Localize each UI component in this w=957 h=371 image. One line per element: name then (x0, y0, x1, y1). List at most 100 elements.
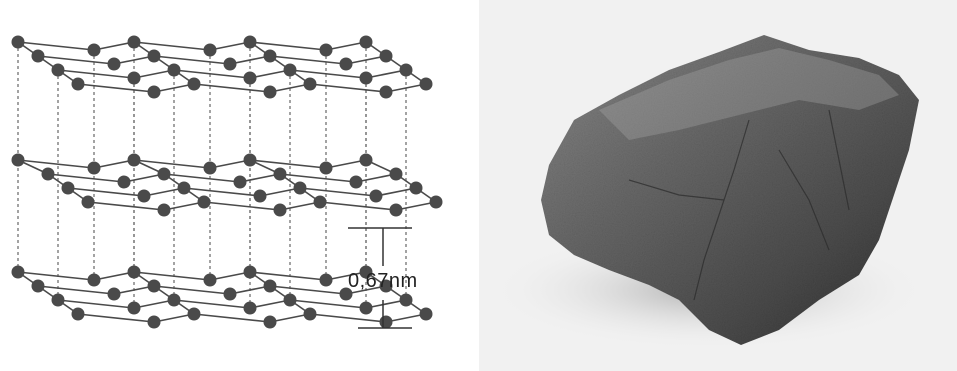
bond-line (250, 272, 326, 280)
bond-line (18, 160, 94, 168)
bond-line (280, 174, 356, 182)
carbon-atom (360, 154, 373, 167)
carbon-atom (370, 190, 383, 203)
carbon-atom (314, 196, 327, 209)
carbon-atom (274, 204, 287, 217)
carbon-atom (284, 294, 297, 307)
bond-line (290, 300, 366, 308)
carbon-atom (420, 78, 433, 91)
bond-line (134, 160, 210, 168)
carbon-atom (400, 294, 413, 307)
bond-line (320, 202, 396, 210)
bond-line (88, 202, 164, 210)
interlayer-spacing-label: 0,67nm (348, 270, 418, 293)
carbon-atom (340, 58, 353, 71)
carbon-atom (264, 280, 277, 293)
carbon-atom (42, 168, 55, 181)
carbon-atom (360, 36, 373, 49)
carbon-atom (350, 176, 363, 189)
carbon-atom (72, 78, 85, 91)
carbon-atom (294, 182, 307, 195)
bond-line (134, 42, 210, 50)
carbon-atom (198, 196, 211, 209)
carbon-atom (410, 182, 423, 195)
bond-line (58, 70, 134, 78)
carbon-atom (128, 266, 141, 279)
carbon-atom (108, 58, 121, 71)
carbon-atom (320, 162, 333, 175)
carbon-atom (158, 204, 171, 217)
lattice-svg (0, 0, 470, 371)
graphite-lattice-diagram: 0,67nm (0, 0, 470, 371)
carbon-atom (52, 64, 65, 77)
carbon-atom (400, 64, 413, 77)
bond-line (38, 56, 114, 64)
bond-line (204, 202, 280, 210)
bond-line (18, 272, 94, 280)
bond-line (184, 188, 260, 196)
carbon-atom (254, 190, 267, 203)
bond-line (38, 286, 114, 294)
carbon-atom (244, 266, 257, 279)
carbon-atom (264, 86, 277, 99)
bond-line (134, 272, 210, 280)
carbon-atom (148, 316, 161, 329)
bond-line (78, 314, 154, 322)
bond-line (270, 286, 346, 294)
carbon-atom (88, 274, 101, 287)
carbon-atom (128, 302, 141, 315)
graphite-rock-photo (479, 0, 957, 371)
carbon-atom (62, 182, 75, 195)
rock-svg (479, 0, 957, 371)
carbon-atom (320, 44, 333, 57)
bond-line (154, 286, 230, 294)
carbon-atom (12, 36, 25, 49)
carbon-atom (430, 196, 443, 209)
carbon-atom (264, 50, 277, 63)
bond-line (18, 42, 94, 50)
bond-line (48, 174, 124, 182)
bond-line (290, 70, 366, 78)
carbon-atom (178, 182, 191, 195)
carbon-atom (148, 280, 161, 293)
carbon-atom (244, 36, 257, 49)
carbon-atom (204, 162, 217, 175)
carbon-atom (420, 308, 433, 321)
carbon-atom (128, 72, 141, 85)
bond-line (310, 314, 386, 322)
carbon-atom (108, 288, 121, 301)
bond-line (68, 188, 144, 196)
carbon-atom (72, 308, 85, 321)
bond-line (78, 84, 154, 92)
carbon-atom (128, 36, 141, 49)
carbon-atom (234, 176, 247, 189)
bond-line (194, 84, 270, 92)
carbon-atom (224, 58, 237, 71)
carbon-atom (264, 316, 277, 329)
carbon-atom (390, 204, 403, 217)
carbon-atom (118, 176, 131, 189)
carbon-atom (224, 288, 237, 301)
carbon-atom (244, 154, 257, 167)
bond-line (250, 160, 326, 168)
bond-line (174, 300, 250, 308)
bond-line (154, 56, 230, 64)
carbon-atom (244, 302, 257, 315)
carbon-atom (380, 86, 393, 99)
bond-line (58, 300, 134, 308)
carbon-atom (12, 266, 25, 279)
carbon-atom (32, 280, 45, 293)
carbon-atom (360, 72, 373, 85)
carbon-atom (274, 168, 287, 181)
carbon-atom (52, 294, 65, 307)
carbon-atom (168, 64, 181, 77)
carbon-atom (138, 190, 151, 203)
carbon-atom (390, 168, 403, 181)
carbon-atom (12, 154, 25, 167)
bond-line (270, 56, 346, 64)
carbon-atom (82, 196, 95, 209)
carbon-atom (380, 50, 393, 63)
bond-line (250, 42, 326, 50)
carbon-atom (244, 72, 257, 85)
carbon-atom (168, 294, 181, 307)
